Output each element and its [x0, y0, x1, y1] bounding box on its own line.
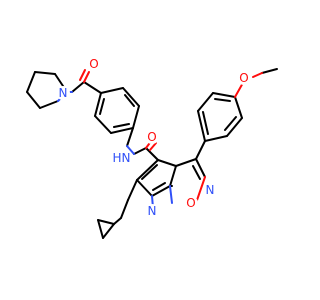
amide-nitrogen-label: N [122, 151, 131, 165]
pyridine-nitrogen-label: N [148, 204, 157, 218]
methoxy-oxygen-label: O [239, 71, 248, 85]
structure-drawing: O N O H N O N O N [26, 57, 278, 239]
amide-h-label: H [112, 151, 121, 165]
heteroatom-bonds [57, 69, 263, 209]
amide-oxygen-label: O [147, 130, 156, 144]
isoxazole-nitrogen-label: N [206, 183, 215, 197]
bond-lines [26, 68, 278, 239]
ketone-oxygen-label: O [89, 57, 98, 71]
ring-oxygen-label: O [186, 196, 195, 210]
atom-labels: O N O H N O N O N [56, 57, 251, 218]
molecule-diagram: O N O H N O N O N [26, 57, 278, 239]
pyrrolidine-nitrogen-label: N [59, 86, 68, 100]
